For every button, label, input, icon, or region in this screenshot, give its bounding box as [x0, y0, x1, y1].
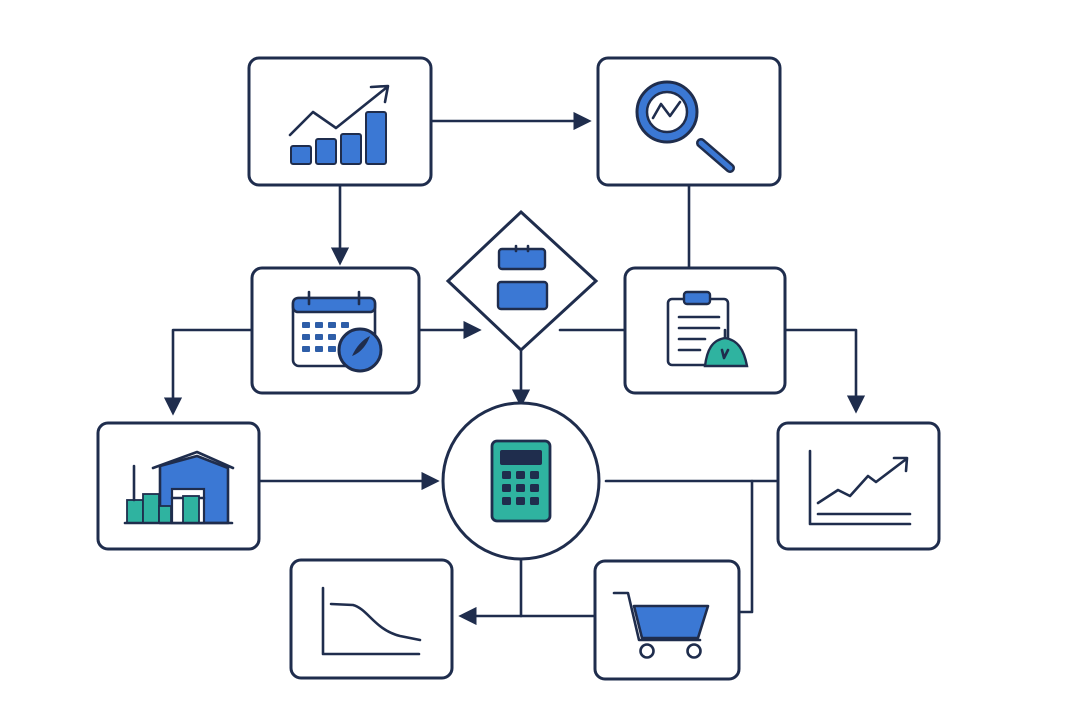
clipboard-bell-icon — [666, 290, 749, 368]
node-warehouse[interactable] — [96, 421, 261, 551]
node-calculation[interactable] — [441, 401, 601, 561]
node-sales-growth[interactable] — [247, 56, 433, 187]
node-analysis[interactable] — [596, 56, 782, 187]
node-decision[interactable] — [445, 209, 599, 353]
edge-planning-to-forecast — [783, 328, 866, 414]
node-decline[interactable] — [289, 558, 454, 680]
node-schedule[interactable] — [250, 266, 421, 395]
calendar-clock-icon — [291, 290, 383, 373]
connectors — [163, 111, 866, 626]
calculator-icon — [490, 439, 552, 523]
bar-chart-trend-icon — [288, 84, 390, 165]
node-purchase[interactable] — [593, 559, 741, 681]
magnifier-icon — [635, 80, 735, 173]
stacked-blocks-icon — [496, 244, 549, 311]
node-forecast[interactable] — [776, 421, 941, 551]
node-planning[interactable] — [623, 266, 787, 395]
edge-calculation-to-purchase — [519, 557, 597, 618]
trend-line-icon — [808, 449, 912, 526]
edge-schedule-to-warehouse — [163, 328, 254, 416]
warehouse-icon — [123, 450, 235, 525]
shopping-cart-icon — [612, 591, 710, 659]
decay-curve-icon — [321, 586, 422, 656]
edge-forecast-to-purchase — [737, 479, 754, 614]
